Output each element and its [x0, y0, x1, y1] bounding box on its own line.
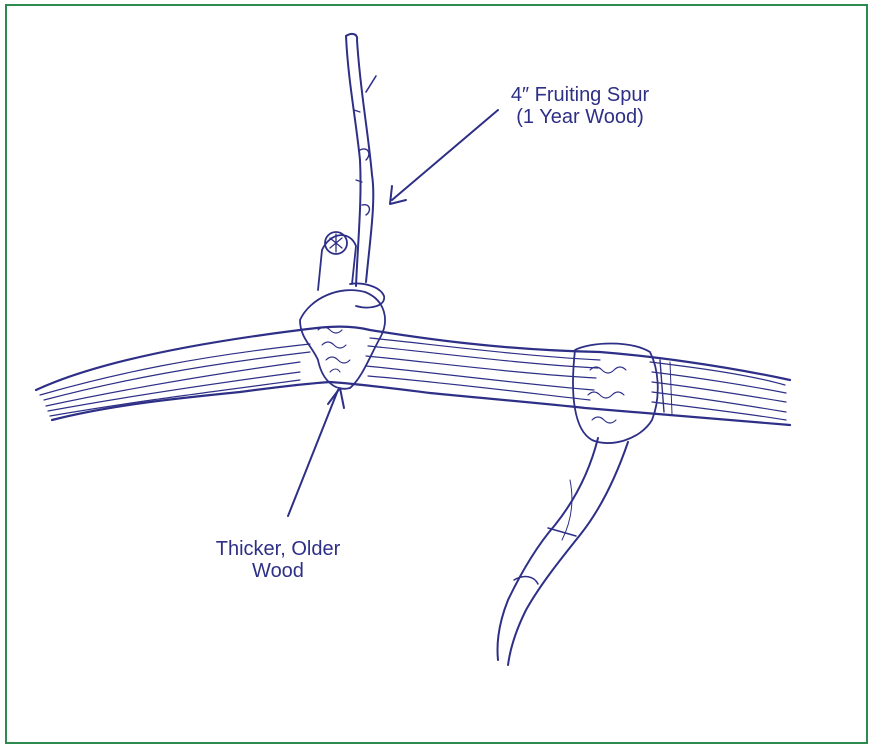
cordon-branch [36, 327, 790, 425]
fruiting-spur-label-line2: (1 Year Wood) [470, 106, 690, 128]
callout-arrows [288, 110, 498, 516]
downward-shoot [497, 438, 628, 665]
older-wood-label-line2: Wood [168, 560, 388, 582]
older-wood-label-line1: Thicker, Older [168, 538, 388, 560]
grapevine-illustration [0, 0, 875, 709]
fruiting-spur-label-line1: 4″ Fruiting Spur [470, 84, 690, 106]
older-wood-knot [300, 290, 385, 389]
fruiting-spur-label: 4″ Fruiting Spur (1 Year Wood) [470, 84, 690, 128]
older-wood-label: Thicker, Older Wood [168, 538, 388, 582]
fruiting-spur-cane [346, 34, 376, 286]
right-knot [573, 344, 658, 444]
